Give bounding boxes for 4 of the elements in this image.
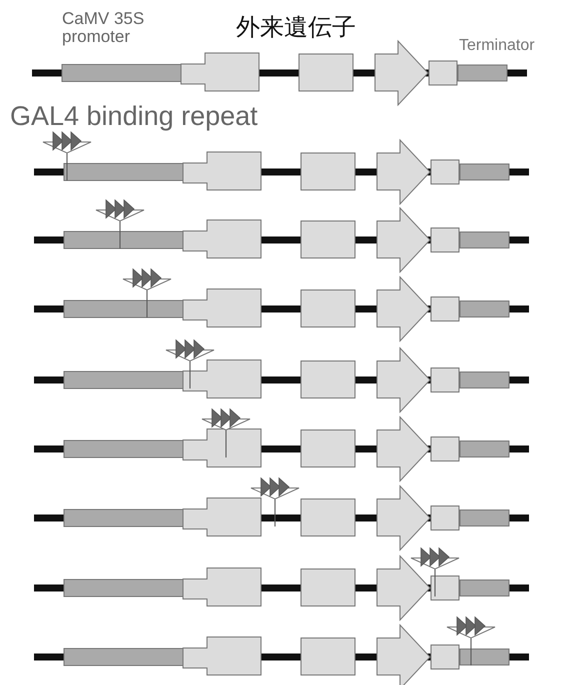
promoter-label: CaMV 35S promoter bbox=[62, 10, 146, 46]
gene-label: 外来遺伝子 bbox=[236, 15, 356, 40]
terminator-label: Terminator bbox=[459, 38, 535, 55]
repeat-label: GAL4 binding repeat bbox=[10, 102, 258, 130]
